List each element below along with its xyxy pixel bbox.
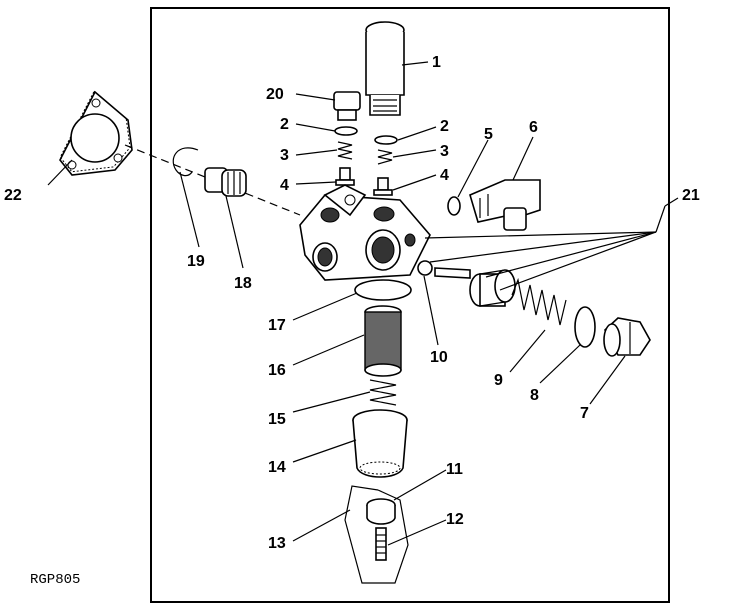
strainer-cap-part (204, 167, 247, 197)
callout-3-left: 3 (280, 147, 289, 164)
spring-right (377, 149, 393, 165)
callout-2-left: 2 (280, 116, 289, 133)
relief-spring (511, 277, 567, 326)
callout-18: 18 (234, 275, 252, 292)
relief-rod (434, 267, 471, 279)
callouts: 1 20 2 2 3 3 4 4 5 6 21 22 19 18 17 10 9… (4, 54, 700, 552)
sediment-bowl-part (352, 409, 408, 478)
callout-7: 7 (580, 405, 589, 422)
diagram-frame (150, 7, 670, 603)
bowl-spring (369, 379, 397, 406)
callout-20: 20 (266, 86, 284, 103)
bail-screw-part (375, 527, 387, 561)
callout-19: 19 (187, 253, 205, 270)
callout-21: 21 (682, 187, 700, 204)
relief-valve-seat (417, 260, 433, 276)
callout-13: 13 (268, 535, 286, 552)
callout-2-right: 2 (440, 118, 449, 135)
spring-left (337, 141, 353, 160)
leader-lines (47, 61, 679, 546)
bail-wire-part (344, 485, 409, 584)
filter-element-part (364, 305, 402, 377)
figure-code: RGP805 (30, 572, 80, 588)
callout-12: 12 (446, 511, 464, 528)
callout-3-right: 3 (440, 143, 449, 160)
fitting-o-ring (447, 196, 461, 216)
valve-left (335, 167, 355, 186)
callout-14: 14 (268, 459, 286, 476)
bowl-gasket-part (354, 279, 412, 301)
callout-10: 10 (430, 349, 448, 366)
callout-22: 22 (4, 187, 22, 204)
relief-plug-part (603, 317, 651, 357)
bowl-nut-part (366, 498, 396, 525)
gasket-part (59, 90, 133, 176)
callout-4-left: 4 (280, 177, 289, 194)
plug-part (333, 91, 361, 121)
callout-17: 17 (268, 317, 286, 334)
callout-1: 1 (432, 54, 441, 71)
callout-4-right: 4 (440, 167, 449, 184)
o-ring-left (334, 126, 358, 136)
o-ring-right (374, 135, 398, 145)
callout-16: 16 (268, 362, 286, 379)
primer-pump-part (365, 21, 405, 116)
callout-6: 6 (529, 119, 538, 136)
valve-right (373, 177, 393, 196)
callout-9: 9 (494, 372, 503, 389)
elbow-fitting-part (469, 179, 541, 231)
callout-15: 15 (268, 411, 286, 428)
callout-5: 5 (484, 126, 493, 143)
snap-ring-part (172, 147, 199, 177)
pump-body (299, 184, 431, 281)
callout-11: 11 (446, 461, 463, 478)
callout-8: 8 (530, 387, 539, 404)
washer-part (574, 306, 596, 348)
relief-piston (469, 269, 516, 307)
